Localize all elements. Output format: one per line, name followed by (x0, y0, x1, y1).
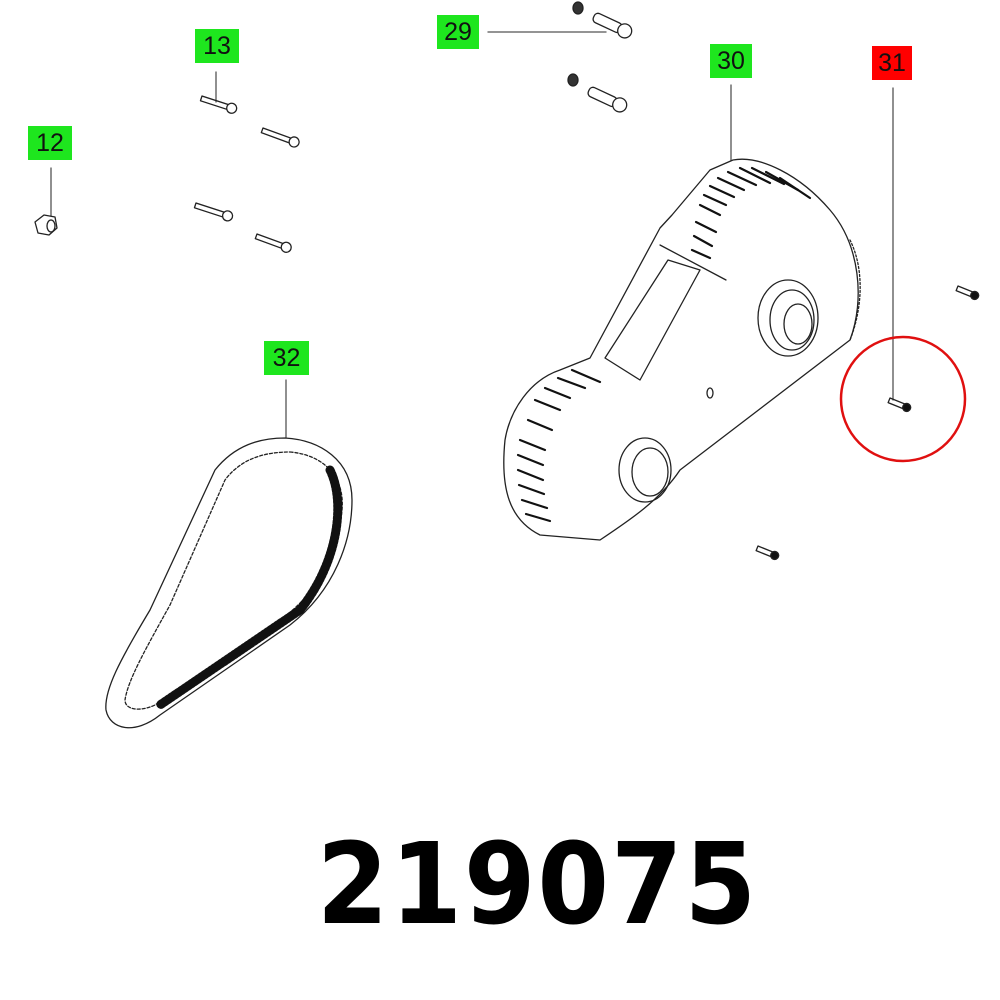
callout-12[interactable]: 12 (28, 126, 72, 160)
part-number: 219075 (316, 820, 759, 950)
belt-cover-30-icon (503, 158, 861, 541)
callout-29[interactable]: 29 (437, 15, 479, 49)
nut-12-icon (34, 214, 58, 236)
highlight-circle (839, 335, 967, 463)
callout-30[interactable]: 30 (710, 44, 752, 78)
screws-13-icon (193, 95, 300, 253)
screw-31-icon (887, 397, 912, 413)
callout-31[interactable]: 31 (872, 46, 912, 80)
toothed-belt-32-icon (105, 437, 353, 729)
callout-32[interactable]: 32 (264, 341, 309, 375)
callout-13[interactable]: 13 (195, 29, 239, 63)
screws-29-icon (567, 1, 633, 113)
